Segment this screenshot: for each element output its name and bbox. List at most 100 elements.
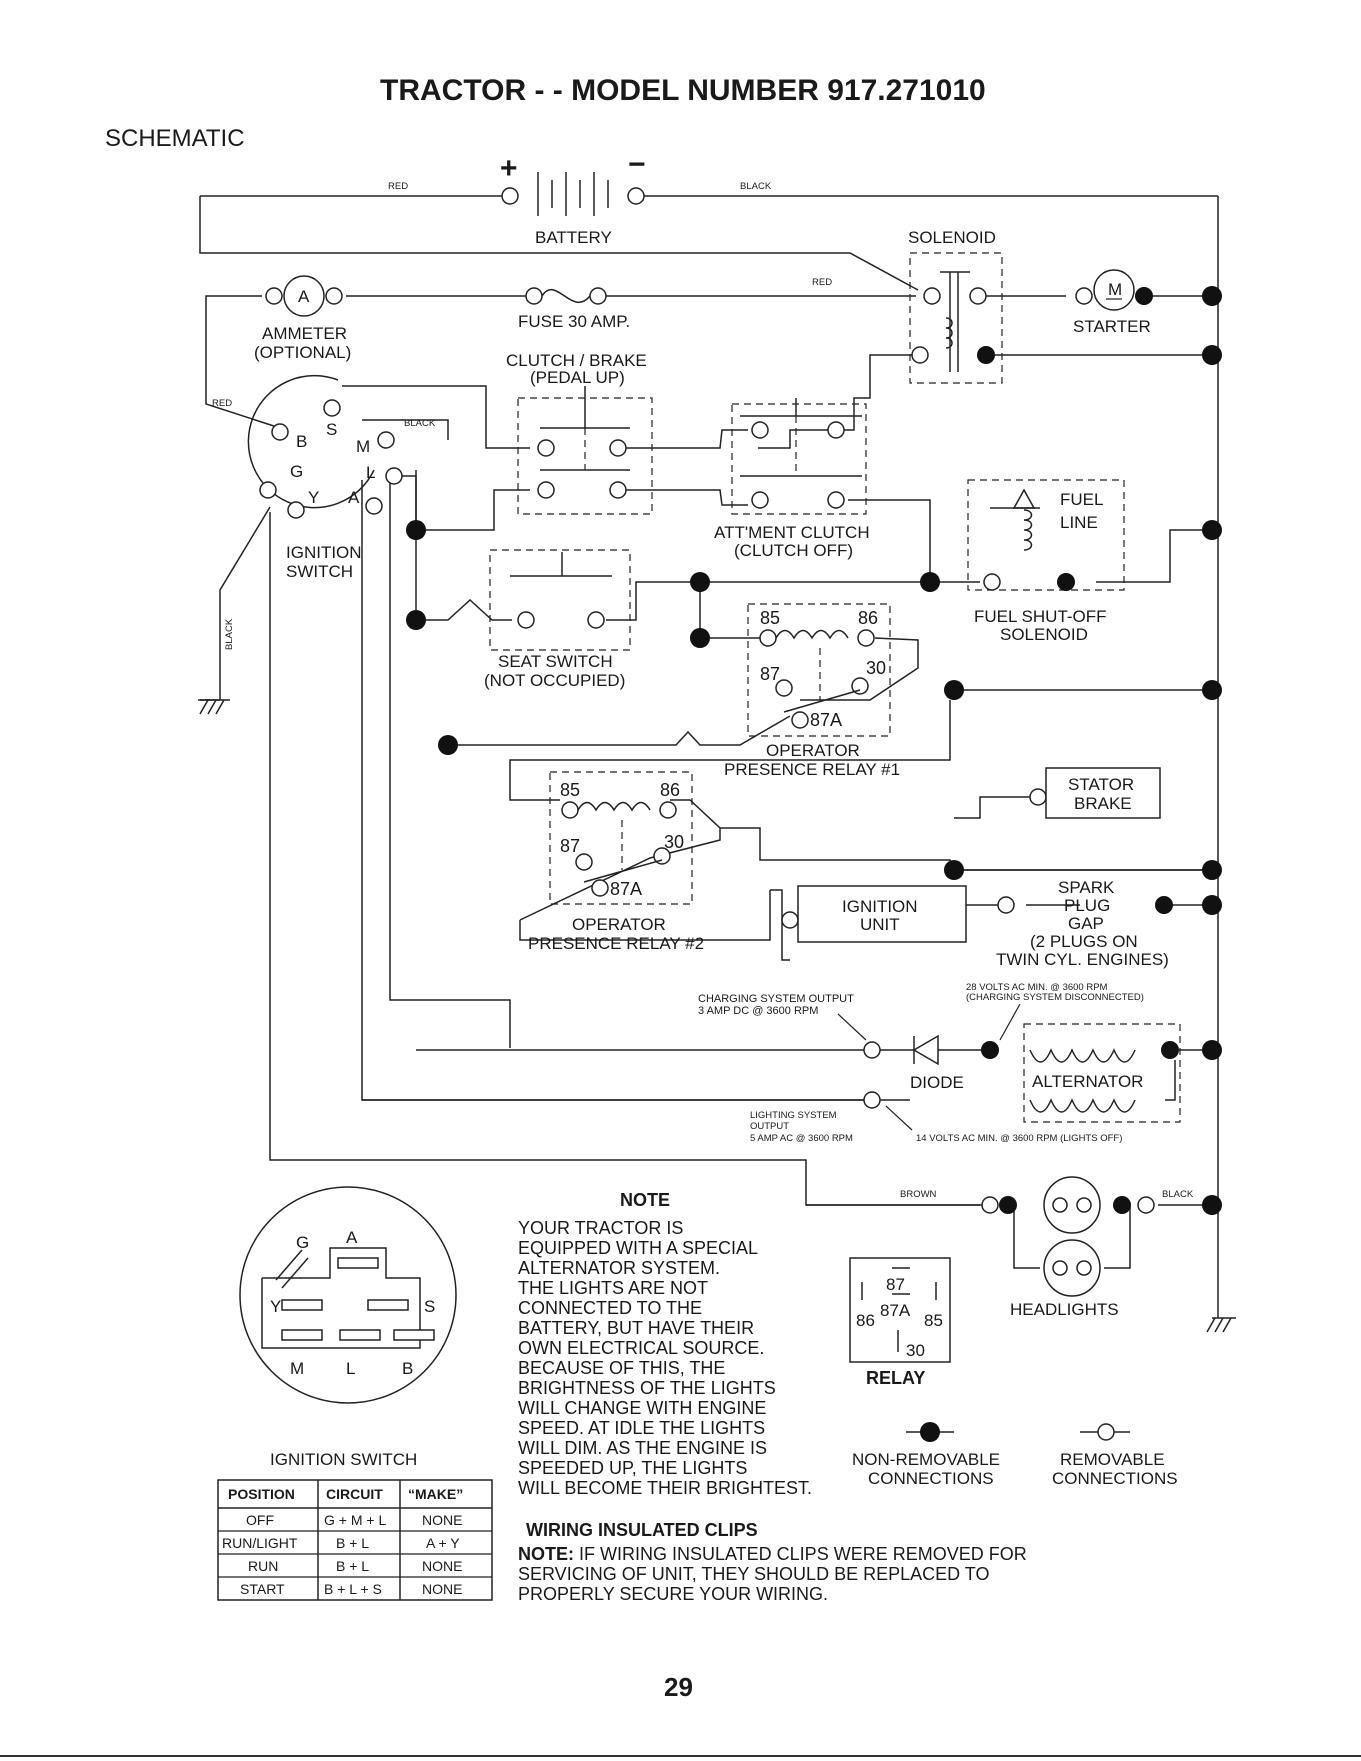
note-line: BECAUSE OF THIS, THE (518, 1358, 725, 1378)
ignition-switch-face: G A Y S M L B IGNITION SWITCH (239, 1186, 457, 1469)
clutch-brake-label: CLUTCH / BRAKE (506, 351, 647, 370)
wire-color-black-left: BLACK (224, 618, 235, 650)
relay2-label: OPERATOR (572, 915, 666, 934)
starter: M STARTER (1073, 269, 1153, 336)
battery-label: BATTERY (535, 228, 612, 247)
battery: + − BATTERY (200, 148, 1218, 247)
fuel-shutoff-solenoid: FUEL LINE FUEL SHUT-OFF SOLENOID (967, 479, 1125, 644)
clips-line-1: NOTE: IF WIRING INSULATED CLIPS WERE REM… (518, 1544, 1027, 1564)
note-line: SPEED. AT IDLE THE LIGHTS (518, 1418, 765, 1438)
junction-dots (406, 286, 1222, 1060)
table-header-position: POSITION (228, 1486, 295, 1502)
lighting-output-terminal (863, 1091, 881, 1109)
fuse-label: FUSE 30 AMP. (518, 312, 630, 331)
table-cell-r3-position: START (240, 1581, 285, 1597)
clutch-brake-switch: CLUTCH / BRAKE (PEDAL UP) (506, 351, 653, 515)
volts-28-note: 28 VOLTS AC MIN. @ 3600 RPM (966, 982, 1108, 993)
solenoid: SOLENOID (908, 228, 1003, 384)
legend-removable-2: CONNECTIONS (1052, 1469, 1178, 1488)
ammeter-label: AMMETER (262, 324, 347, 343)
face-terminal-b: B (402, 1359, 413, 1378)
table-cell-r0-make: NONE (422, 1512, 462, 1528)
wire-color-red-solenoid: RED (812, 277, 832, 288)
legend-non-removable: NON-REMOVABLE (852, 1450, 1000, 1469)
table-cell-r1-make: A + Y (426, 1535, 460, 1551)
ignition-unit-label-2: UNIT (860, 915, 900, 934)
clips-note-label: NOTE: (518, 1544, 574, 1564)
table-cell-r1-position: RUN/LIGHT (222, 1535, 298, 1551)
alternator-note: NOTE YOUR TRACTOR IS EQUIPPED WITH A SPE… (518, 1190, 812, 1498)
page-title: TRACTOR - - MODEL NUMBER 917.271010 (380, 74, 986, 107)
switch-table: POSITION CIRCUIT “MAKE” OFF G + M + L NO… (217, 1479, 493, 1601)
note-line: EQUIPPED WITH A SPECIAL (518, 1238, 758, 1258)
face-terminal-y: Y (270, 1297, 281, 1316)
connection-legend: NON-REMOVABLE CONNECTIONS REMOVABLE CONN… (852, 1422, 1178, 1488)
ignition-switch-label: IGNITION (286, 543, 362, 562)
face-terminal-s: S (424, 1297, 435, 1316)
table-header-make: “MAKE” (408, 1486, 463, 1502)
seat-switch-note: (NOT OCCUPIED) (484, 671, 625, 690)
table-cell-r1-circuit: B + L (336, 1535, 369, 1551)
ignition-switch-face-title: IGNITION SWITCH (270, 1450, 417, 1469)
relay-legend-85: 85 (924, 1311, 943, 1330)
ammeter-symbol: A (298, 287, 310, 306)
wire-color-black-top: BLACK (740, 181, 772, 192)
table-cell-r2-make: NONE (422, 1558, 462, 1574)
note-heading: NOTE (620, 1190, 670, 1210)
seat-switch: SEAT SWITCH (NOT OCCUPIED) (484, 549, 631, 690)
note-line: WILL DIM. AS THE ENGINE IS (518, 1438, 767, 1458)
table-header-circuit: CIRCUIT (326, 1486, 383, 1502)
spark-plug-label-2: PLUG (1064, 896, 1110, 915)
relay-legend-86: 86 (856, 1311, 875, 1330)
note-line: SPEEDED UP, THE LIGHTS (518, 1458, 747, 1478)
starter-symbol: M (1108, 280, 1122, 299)
terminal-l: L (366, 463, 375, 482)
wire-color-brown: BROWN (900, 1189, 937, 1200)
fuel-solenoid-label-2: SOLENOID (1000, 625, 1088, 644)
clips-note-text: IF WIRING INSULATED CLIPS WERE REMOVED F… (574, 1544, 1027, 1564)
stator-brake-label: STATOR (1068, 775, 1134, 794)
ground-symbol-left (199, 699, 230, 715)
wire-color-red-left: RED (212, 398, 232, 409)
note-line: WILL BECOME THEIR BRIGHTEST. (518, 1478, 812, 1498)
fuel-line-label-2: LINE (1060, 513, 1098, 532)
ignition-unit: IGNITION UNIT (781, 885, 1015, 943)
diode: DIODE (863, 1034, 964, 1092)
attachment-clutch-switch: ATT'MENT CLUTCH (CLUTCH OFF) (714, 398, 870, 560)
wiring (198, 196, 1219, 1269)
note-line: OWN ELECTRICAL SOURCE. (518, 1338, 764, 1358)
note-line: YOUR TRACTOR IS (518, 1218, 683, 1238)
alternator: ALTERNATOR (981, 1023, 1181, 1123)
relay1-pin-85: 85 (760, 608, 780, 628)
legend-non-removable-2: CONNECTIONS (868, 1469, 994, 1488)
face-terminal-l: L (346, 1359, 355, 1378)
volts-14-note: 14 VOLTS AC MIN. @ 3600 RPM (LIGHTS OFF) (916, 1133, 1122, 1144)
lighting-output-note: LIGHTING SYSTEM (750, 1110, 837, 1121)
lighting-output-note-2: OUTPUT (750, 1121, 789, 1132)
face-terminal-m: M (290, 1359, 304, 1378)
relay-legend-30: 30 (906, 1341, 925, 1360)
note-line: WILL CHANGE WITH ENGINE (518, 1398, 766, 1418)
lighting-output-note-3: 5 AMP AC @ 3600 RPM (750, 1133, 853, 1144)
wire-color-red-top: RED (388, 181, 408, 192)
terminal-s: S (326, 420, 337, 439)
spark-plug-label-3: GAP (1068, 914, 1104, 933)
ignition-switch-schematic: B S M G L Y A IGNITION SWITCH (247, 374, 403, 581)
ignition-unit-label: IGNITION (842, 897, 918, 916)
terminal-y: Y (308, 488, 319, 507)
ammeter: A AMMETER (OPTIONAL) (254, 275, 351, 362)
alternator-label: ALTERNATOR (1032, 1072, 1143, 1091)
relay2-label-2: PRESENCE RELAY #2 (528, 934, 704, 953)
note-line: BATTERY, BUT HAVE THEIR (518, 1318, 754, 1338)
headlights: BROWN BLACK HEADLIGHTS (900, 1176, 1222, 1319)
clips-line-3: PROPERLY SECURE YOUR WIRING. (518, 1584, 828, 1604)
face-terminal-a: A (346, 1228, 358, 1247)
solenoid-label: SOLENOID (908, 228, 996, 247)
starter-label: STARTER (1073, 317, 1151, 336)
fuel-solenoid-label: FUEL SHUT-OFF (974, 607, 1107, 626)
clips-line-2: SERVICING OF UNIT, THEY SHOULD BE REPLAC… (518, 1564, 989, 1584)
stator-brake-label-2: BRAKE (1074, 794, 1132, 813)
relay1-pin-30: 30 (866, 658, 886, 678)
relay2-pin-87a: 87A (610, 879, 642, 899)
spark-plug: SPARK PLUG GAP (2 PLUGS ON TWIN CYL. ENG… (996, 878, 1173, 969)
